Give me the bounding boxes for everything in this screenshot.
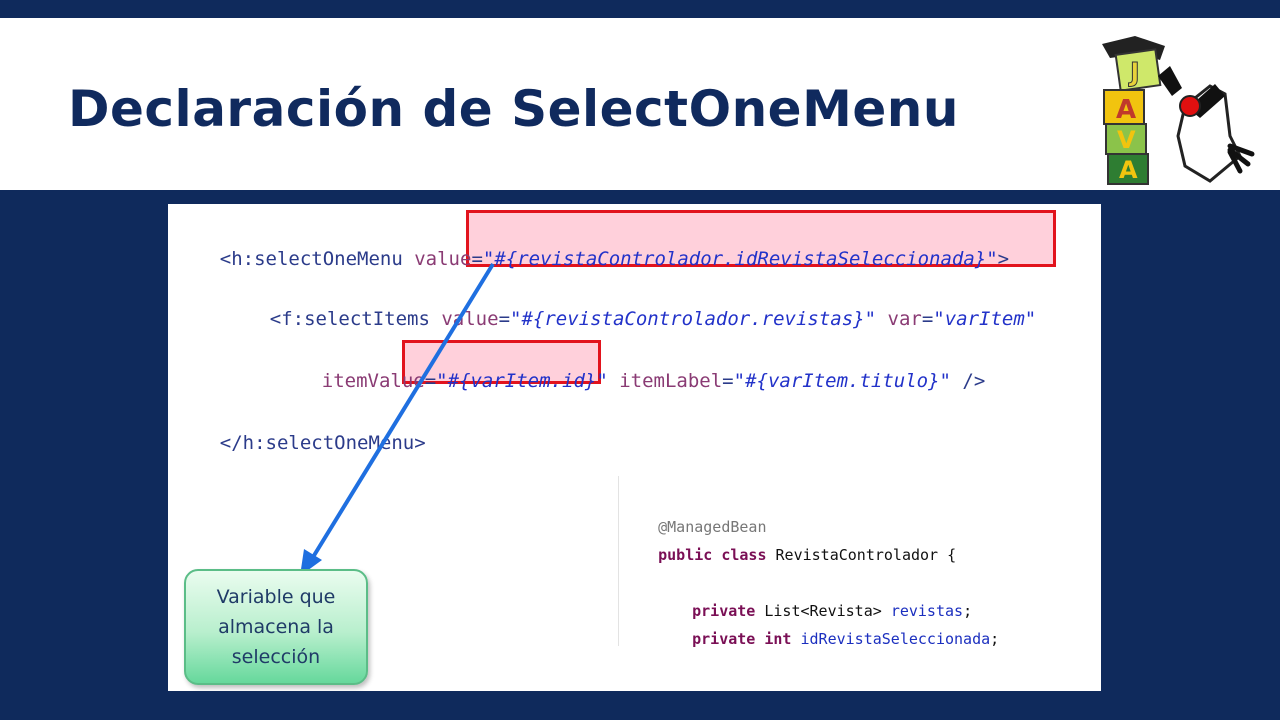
block-j: J <box>1114 48 1162 92</box>
value-var-item: "varItem" <box>933 308 1037 330</box>
tag-self-close: /> <box>950 370 986 392</box>
keyword-private-int: private int <box>692 630 792 648</box>
java-class-line: public class RevistaControlador { <box>622 528 956 582</box>
arrow-line <box>308 262 495 564</box>
field-revistas: revistas <box>890 602 964 620</box>
duke-arm <box>1158 66 1182 96</box>
class-name: RevistaControlador { <box>766 546 957 564</box>
attr-var: var <box>887 308 922 330</box>
callout-text: Variable que almacena la selección <box>216 586 336 668</box>
value-var-item-titulo: "#{varItem.titulo}" <box>733 370 951 392</box>
keyword-private: private <box>692 602 756 620</box>
attr-value: value <box>414 248 472 270</box>
tag-close-bracket: > <box>997 248 1010 270</box>
duke-hand <box>1227 143 1255 174</box>
tag-open-select-one-menu: <h:selectOneMenu <box>219 248 415 270</box>
field-id-revista-seleccionada: idRevistaSeleccionada <box>800 630 991 648</box>
java-duke-logo: J A V A <box>1102 36 1255 185</box>
semicolon: ; <box>963 602 973 620</box>
slide-header: Declaración de SelectOneMenu <box>0 18 1280 190</box>
highlight-box-item-value <box>402 340 601 384</box>
semicolon: ; <box>990 630 1000 648</box>
field-type-list: List<Revista> <box>755 602 891 620</box>
equals-sign: = <box>921 308 934 330</box>
top-bar <box>0 0 1280 18</box>
block-a1: A <box>1103 89 1145 125</box>
attr-item-label: itemLabel <box>619 370 723 392</box>
logo-letter-j: J <box>1128 58 1140 88</box>
annotation-managed-bean: @ManagedBean <box>658 518 767 536</box>
code-line-close-select-one-menu: </h:selectOneMenu> <box>174 410 426 476</box>
code-divider <box>618 476 619 646</box>
logo-letter-v: V <box>1117 126 1136 154</box>
callout-variable-selection: Variable que almacena la selección <box>184 569 368 685</box>
duke-nose <box>1179 95 1201 117</box>
highlight-box-value <box>466 210 1056 267</box>
equals-sign: = <box>722 370 734 392</box>
tag-close-select-one-menu: </h:selectOneMenu> <box>219 432 426 454</box>
java-annotation-line: @ManagedBean <box>622 500 767 554</box>
equals-sign: = <box>424 370 437 392</box>
value-var-item-id: "#{varItem.id}" <box>436 370 608 392</box>
block-a2: A <box>1107 153 1149 185</box>
tag-open-select-items: <f:selectItems <box>269 308 442 330</box>
code-screenshot-panel: <h:selectOneMenu value="#{revistaControl… <box>168 204 1101 691</box>
code-line-item-value: itemValue="#{varItem.id}" itemLabel="#{v… <box>276 348 986 414</box>
equals-sign: = <box>471 248 483 270</box>
logo-letter-a1: A <box>1116 95 1136 125</box>
java-field-revistas-line: private List<Revista> revistas; <box>656 584 972 638</box>
block-v: V <box>1105 123 1147 155</box>
code-line-select-items: <f:selectItems value="#{revistaControlad… <box>224 286 1036 352</box>
attr-item-value: itemValue <box>321 370 425 392</box>
equals-sign: = <box>498 308 511 330</box>
value-id-revista-seleccionada: "#{revistaControlador.idRevistaSeleccion… <box>482 248 998 270</box>
java-field-id-line: private int idRevistaSeleccionada; <box>656 612 999 666</box>
value-revistas: "#{revistaControlador.revistas}" <box>510 308 877 330</box>
code-line-select-one-menu: <h:selectOneMenu value="#{revistaControl… <box>174 226 1009 292</box>
slide-title: Declaración de SelectOneMenu <box>68 80 959 138</box>
logo-letter-a2: A <box>1119 156 1138 184</box>
keyword-public-class: public class <box>658 546 767 564</box>
